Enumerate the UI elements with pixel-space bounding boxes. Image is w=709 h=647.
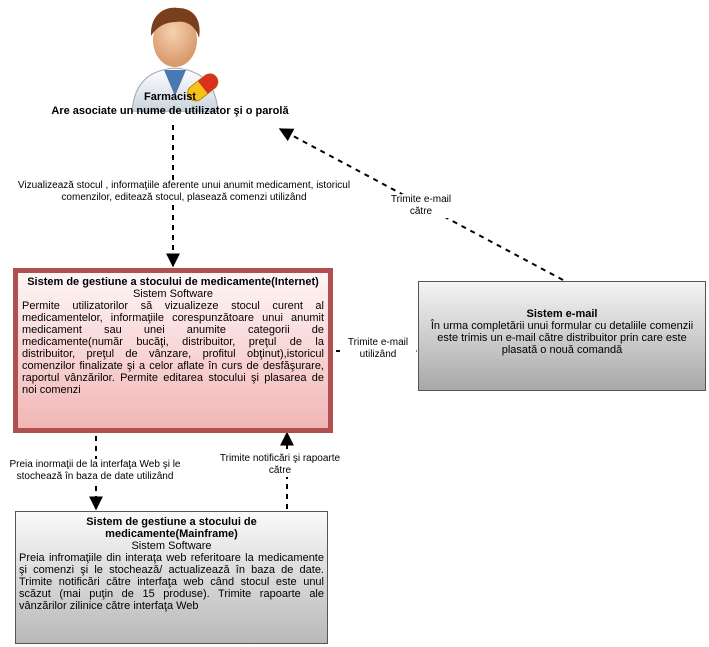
email-system-title: Sistem e-mail — [526, 308, 598, 320]
pharmacist-label: Farmacist Are asociate un nume de utiliz… — [20, 90, 320, 118]
pharmacist-name: Farmacist — [144, 91, 196, 103]
internet-system-subtitle: Sistem Software — [132, 288, 214, 300]
internet-system-description: Permite utilizatorilor să vizualizeze st… — [22, 300, 324, 396]
edge-label-pharmacist-to-internet: Vizualizează stocul , informaţiile afere… — [8, 180, 360, 204]
mainframe-system-description: Preia infromaţiile din interaţa web refe… — [19, 552, 324, 612]
edge-label-internet-to-email: Trimite e-mail utilizând — [340, 337, 416, 361]
mainframe-system-subtitle: Sistem Software — [131, 540, 212, 552]
mainframe-system-title: Sistem de gestiune a stocului de medicam… — [86, 516, 257, 540]
pharmacist-note: Are asociate un nume de utilizator şi o … — [51, 105, 289, 117]
email-system-box: Sistem e-mail În urma completării unui f… — [418, 281, 706, 391]
mainframe-system-box: Sistem de gestiune a stocului de medicam… — [15, 511, 328, 644]
edge-label-email-to-pharmacist: Trimite e-mail către — [382, 194, 460, 218]
pharmacist-icon — [131, 7, 219, 112]
internet-system-title: Sistem de gestiune a stocului de medicam… — [27, 276, 319, 288]
edge-label-internet-to-mainframe: Preia inormaţii de la interfaţa Web şi l… — [0, 459, 190, 483]
edge-label-mainframe-to-internet: Trimite notificări şi rapoarte către — [216, 453, 344, 477]
email-system-description: În urma completării unui formular cu det… — [430, 320, 694, 356]
internet-system-box: Sistem de gestiune a stocului de medicam… — [13, 268, 333, 433]
